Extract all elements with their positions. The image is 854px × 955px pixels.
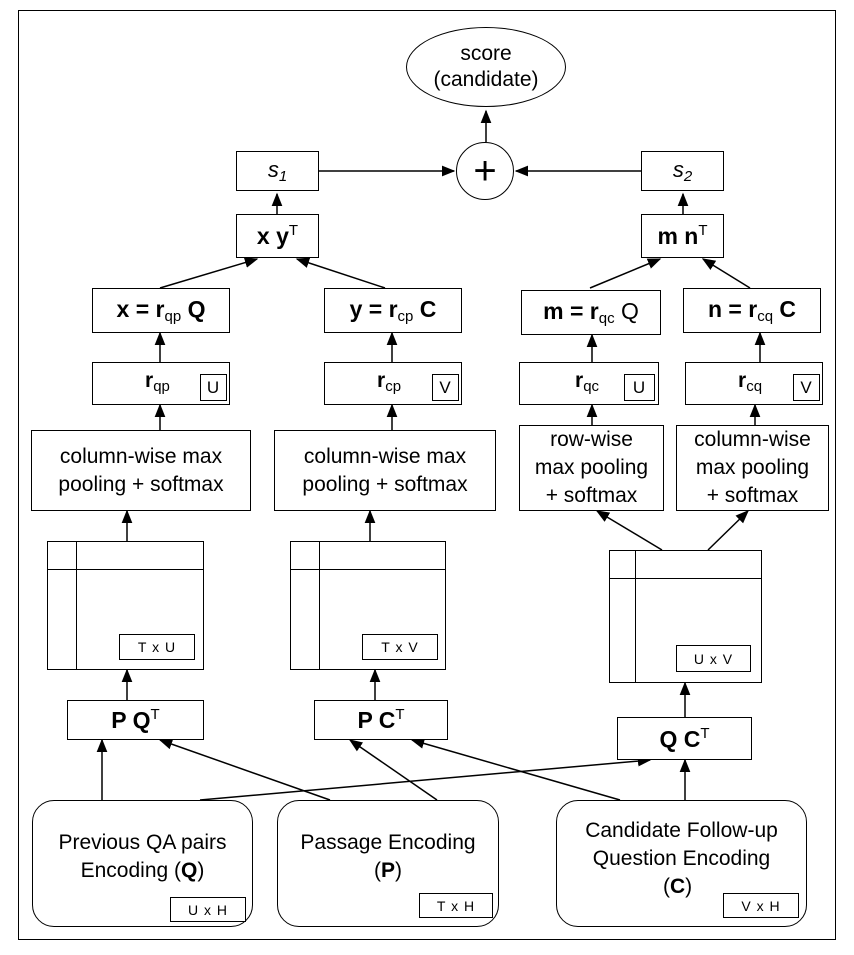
r-qc-label: rqc xyxy=(575,369,600,395)
encoding-q-line1: Previous QA pairs xyxy=(58,830,227,854)
s1-label: s1 xyxy=(267,157,288,185)
x-eq-box: x = rqp Q xyxy=(92,288,230,333)
pooling-4-line2: max pooling xyxy=(695,456,810,479)
pooling-3-line2: max pooling xyxy=(534,456,649,479)
pcT-label: P CT xyxy=(357,706,405,733)
n-eq-box: n = rcq C xyxy=(683,288,821,333)
matrix-1-row-line xyxy=(48,569,203,570)
r-qp-box: rqp U xyxy=(92,362,230,405)
encoding-q-box: Previous QA pairs Encoding (Q) U x H xyxy=(32,800,253,927)
pooling-box-3: row-wise max pooling + softmax xyxy=(519,425,664,511)
r-cq-box: rcq V xyxy=(685,362,823,405)
xyT-box: x yT xyxy=(236,214,319,258)
r-qc-dim-tag: U xyxy=(624,374,655,401)
m-eq-box: m = rqc Q xyxy=(521,290,661,335)
sum-node: + xyxy=(456,142,514,200)
s1-box: s1 xyxy=(236,151,319,191)
x-eq-label: x = rqp Q xyxy=(116,296,206,325)
encoding-p-line2: (P) xyxy=(373,858,402,882)
r-cq-dim-tag: V xyxy=(793,374,820,401)
y-eq-box: y = rcp C xyxy=(324,288,462,333)
pooling-4-line3: + softmax xyxy=(706,484,799,507)
pooling-2-line1: column-wise max xyxy=(303,444,467,468)
encoding-c-box: Candidate Follow-up Question Encoding (C… xyxy=(556,800,807,927)
y-eq-label: y = rcp C xyxy=(349,296,437,325)
mnT-box: m nT xyxy=(641,214,724,258)
pcT-box: P CT xyxy=(314,700,448,740)
pooling-box-1: column-wise max pooling + softmax xyxy=(31,430,251,511)
score-node: score (candidate) xyxy=(406,27,566,107)
encoding-c-line3: (C) xyxy=(663,874,693,898)
plus-symbol: + xyxy=(473,149,497,193)
s2-box: s2 xyxy=(641,151,724,191)
matrix-2-row-line xyxy=(291,569,445,570)
s2-label: s2 xyxy=(672,157,693,185)
encoding-p-box: Passage Encoding (P) T x H xyxy=(277,800,499,927)
matrix-1-dim-tag: T x U xyxy=(119,634,195,660)
r-cp-box: rcp V xyxy=(324,362,462,405)
matrix-1: T x U xyxy=(47,541,204,670)
encoding-c-line2: Question Encoding xyxy=(592,846,771,870)
matrix-2: T x V xyxy=(290,541,446,670)
matrix-1-col-line xyxy=(76,542,77,669)
encoding-q-dim-tag: U x H xyxy=(170,897,246,922)
score-line1: score xyxy=(460,42,512,65)
encoding-p-line1: Passage Encoding xyxy=(300,830,476,854)
matrix-3: U x V xyxy=(609,550,762,683)
xyT-label: x yT xyxy=(256,222,299,249)
pqT-label: P QT xyxy=(111,706,160,733)
r-cp-label: rcp xyxy=(377,369,402,395)
m-eq-label: m = rqc Q xyxy=(543,298,639,327)
mnT-label: m nT xyxy=(657,222,708,249)
pooling-4-line1: column-wise xyxy=(694,428,811,451)
matrix-2-col-line xyxy=(319,542,320,669)
r-cq-label: rcq xyxy=(738,369,763,395)
pooling-box-2: column-wise max pooling + softmax xyxy=(274,430,496,511)
matrix-3-row-line xyxy=(610,578,761,579)
encoding-p-dim-tag: T x H xyxy=(419,893,493,918)
r-cp-dim-tag: V xyxy=(432,374,459,401)
pooling-2-line2: pooling + softmax xyxy=(302,472,468,496)
matrix-3-col-line xyxy=(635,551,636,682)
matrix-3-dim-tag: U x V xyxy=(676,645,751,672)
pooling-3-line1: row-wise xyxy=(550,428,633,451)
pooling-3-line3: + softmax xyxy=(545,484,638,507)
r-qp-label: rqp xyxy=(145,369,170,395)
pqT-box: P QT xyxy=(67,700,204,740)
encoding-q-line2: Encoding (Q) xyxy=(80,858,205,882)
qcT-label: Q CT xyxy=(659,724,710,752)
encoding-c-dim-tag: V x H xyxy=(723,893,799,918)
r-qp-dim-tag: U xyxy=(200,374,227,401)
n-eq-label: n = rcq C xyxy=(707,296,797,325)
matrix-2-dim-tag: T x V xyxy=(362,634,438,660)
r-qc-box: rqc U xyxy=(519,362,659,405)
pooling-1-line2: pooling + softmax xyxy=(58,472,224,496)
encoding-c-line1: Candidate Follow-up xyxy=(585,818,778,842)
pooling-1-line1: column-wise max xyxy=(59,444,223,468)
diagram-frame xyxy=(18,10,836,940)
qcT-box: Q CT xyxy=(617,717,752,760)
score-line2: (candidate) xyxy=(433,68,539,91)
pooling-box-4: column-wise max pooling + softmax xyxy=(676,425,829,511)
